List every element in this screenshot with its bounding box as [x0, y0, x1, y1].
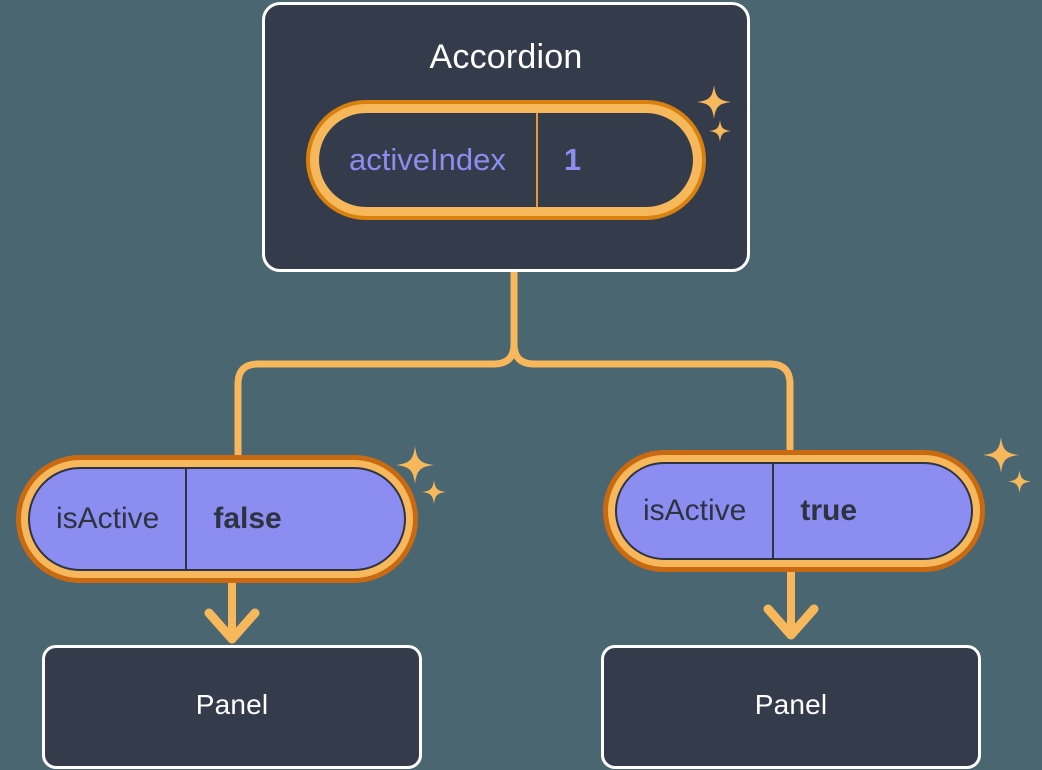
chip-value: 1: [563, 142, 582, 177]
chip-value: false: [213, 502, 282, 535]
sparkle-icon: [983, 437, 1019, 473]
arrow-left-head: [204, 608, 260, 644]
chip-body: activeIndex 1: [319, 113, 693, 207]
sparkle-icon: [1008, 470, 1031, 493]
arrow-right-head: [763, 604, 819, 640]
panel-title: Panel: [754, 689, 828, 720]
accordion-title: Accordion: [429, 38, 583, 76]
edge-root-to-right: [510, 268, 794, 460]
state-chip-is-active-false[interactable]: isActive false: [16, 455, 418, 583]
edge-root-split: [234, 268, 518, 466]
panel-title: Panel: [195, 689, 269, 720]
chip-key: activeIndex: [319, 113, 538, 207]
chip-key: isActive: [617, 464, 775, 558]
chip-body: isActive true: [615, 462, 973, 560]
panel-component-left[interactable]: Panel: [42, 645, 422, 769]
state-chip-active-index[interactable]: activeIndex 1: [306, 100, 706, 220]
panel-component-right[interactable]: Panel: [601, 645, 981, 769]
sparkle-icon: [422, 480, 446, 504]
chip-value: true: [800, 494, 858, 527]
chip-body: isActive false: [28, 467, 406, 571]
state-chip-is-active-true[interactable]: isActive true: [603, 450, 985, 572]
chip-key: isActive: [30, 469, 188, 569]
